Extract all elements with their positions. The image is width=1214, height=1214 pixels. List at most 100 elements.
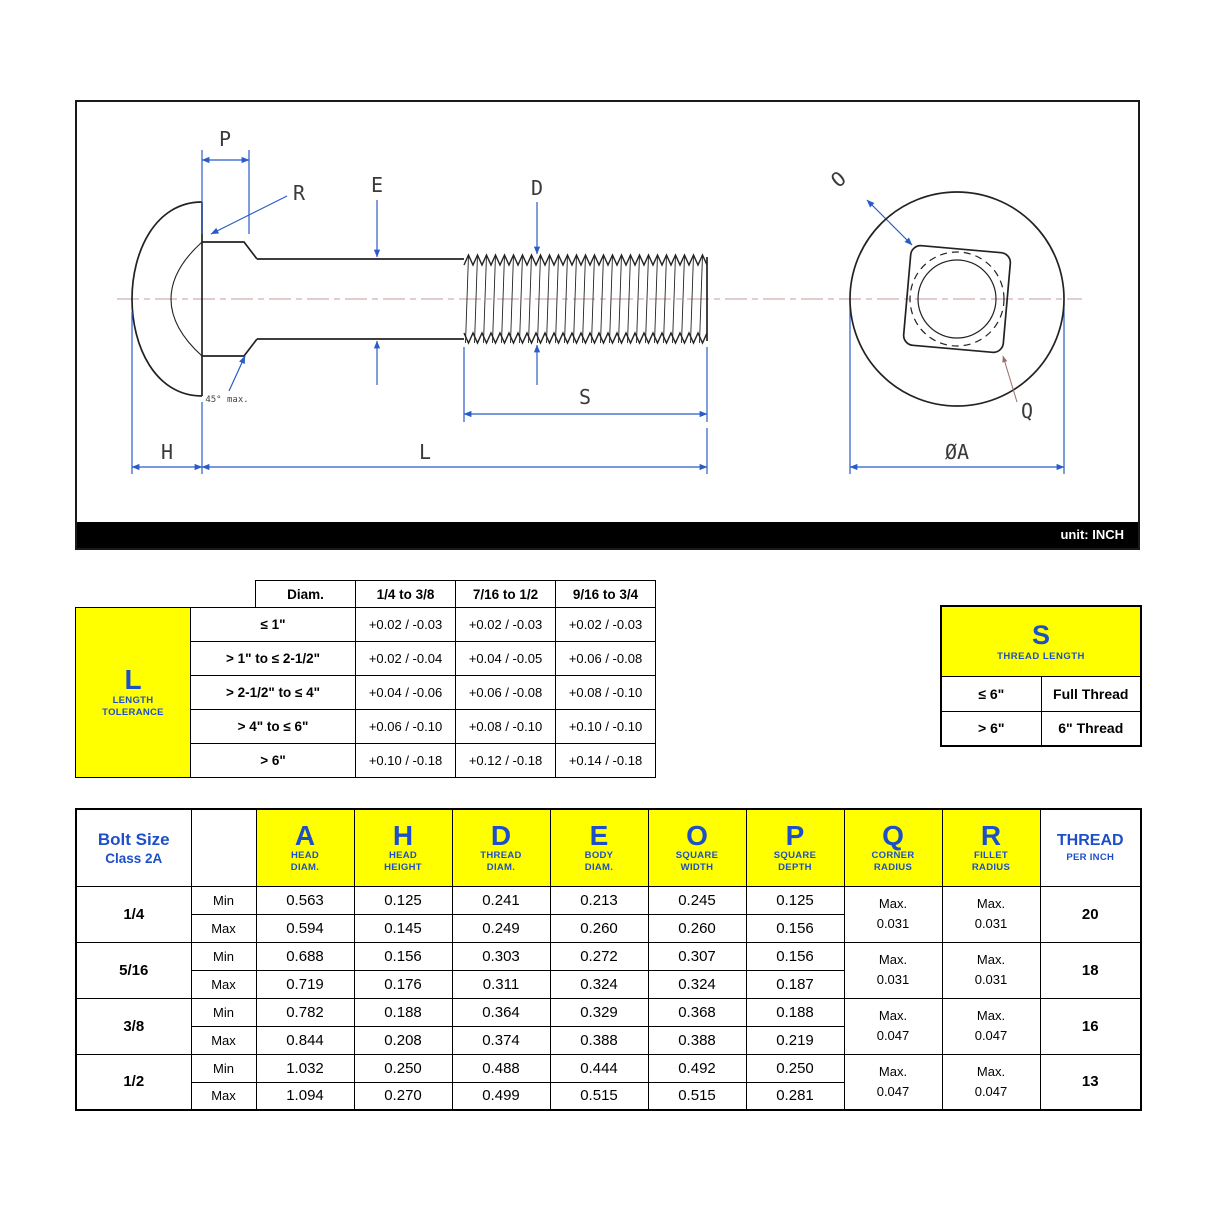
tol-row-label: ≤ 1" — [190, 607, 356, 642]
spec-value: 0.241 — [451, 885, 551, 915]
thread-length-value: Full Thread — [1040, 675, 1142, 712]
spec-value: 0.145 — [353, 913, 453, 943]
spec-value: 0.208 — [353, 1025, 453, 1055]
col-letter: H — [392, 819, 414, 851]
min-label: Min — [190, 1053, 257, 1083]
tol-value: +0.04 / -0.06 — [355, 675, 456, 710]
spec-value: 0.311 — [451, 969, 551, 999]
min-label: Min — [190, 941, 257, 971]
col-letter: Q — [882, 819, 904, 851]
tol-value: +0.14 / -0.18 — [555, 743, 656, 778]
max-label: Max — [190, 1025, 257, 1055]
dimension-lines — [131, 150, 1065, 474]
col-header-h: H HEAD HEIGHT — [353, 808, 453, 887]
technical-drawing-frame: P R E D S L H O Q ØA 45° max. unit: INCH — [75, 100, 1140, 550]
tol-row-label: > 4" to ≤ 6" — [190, 709, 356, 744]
col-letter: O — [686, 819, 708, 851]
col-caption: BODY — [584, 850, 614, 862]
max-note: Max. — [976, 1063, 1006, 1079]
spec-value: 0.176 — [353, 969, 453, 999]
col-letter: D — [490, 819, 512, 851]
spec-value: 0.125 — [353, 885, 453, 915]
max-note: Max. — [878, 951, 908, 967]
col-caption: FILLET — [974, 850, 1008, 862]
spec-value: 0.515 — [549, 1081, 649, 1111]
thread-length-condition: ≤ 6" — [940, 675, 1042, 712]
col-letter: E — [589, 819, 609, 851]
label-phi-a: ØA — [945, 440, 969, 464]
label-r: R — [293, 181, 306, 205]
col-letter: P — [785, 819, 805, 851]
tol-value: +0.10 / -0.18 — [355, 743, 456, 778]
col-caption: HEAD — [388, 850, 418, 862]
spec-value: 0.488 — [451, 1053, 551, 1083]
corner-radius-cell: Max. 0.031 — [843, 885, 943, 943]
corner-radius-cell: Max. 0.047 — [843, 997, 943, 1055]
tol-row-label: > 1" to ≤ 2-1/2" — [190, 641, 356, 676]
spec-value: 0.307 — [647, 941, 747, 971]
spec-value: 0.272 — [549, 941, 649, 971]
thread-length-letter: S — [1031, 620, 1050, 651]
label-o: O — [826, 166, 851, 192]
col-letter: R — [980, 819, 1002, 851]
col-caption: RADIUS — [971, 862, 1011, 874]
thread-per-inch-value: 13 — [1039, 1053, 1142, 1111]
corner-radius-value: 0.047 — [876, 1028, 910, 1043]
corner-radius-value: 0.031 — [876, 916, 910, 931]
tol-value: +0.10 / -0.10 — [555, 709, 656, 744]
q-leader-line — [1002, 355, 1018, 403]
corner-radius-cell: Max. 0.047 — [843, 1053, 943, 1111]
bolt-spec-table: Bolt Size Class 2A A HEAD DIAM. H HEAD H… — [75, 808, 1142, 1111]
col-header-q: Q CORNER RADIUS — [843, 808, 943, 887]
tolerance-corner-cell: L LENGTH TOLERANCE — [75, 607, 191, 778]
bolt-size-title: Bolt Size — [97, 830, 170, 850]
col-caption: DIAM. — [290, 862, 320, 874]
col-caption: DIAM. — [584, 862, 614, 874]
corner-radius-cell: Max. 0.031 — [843, 941, 943, 999]
label-d: D — [531, 176, 543, 200]
spec-value: 0.219 — [745, 1025, 845, 1055]
size-label: 3/8 — [75, 997, 192, 1055]
label-45-max: 45° max. — [205, 395, 248, 405]
spec-value: 0.245 — [647, 885, 747, 915]
fillet-radius-value: 0.047 — [974, 1028, 1008, 1043]
thread-length-value: 6" Thread — [1040, 710, 1142, 747]
fillet-radius-value: 0.031 — [974, 916, 1008, 931]
max-label: Max — [190, 913, 257, 943]
spec-value: 0.270 — [353, 1081, 453, 1111]
spec-value: 0.156 — [745, 913, 845, 943]
spec-value: 0.563 — [255, 885, 355, 915]
spec-value: 0.594 — [255, 913, 355, 943]
spec-value: 0.388 — [647, 1025, 747, 1055]
spec-value: 0.156 — [745, 941, 845, 971]
spec-value: 0.388 — [549, 1025, 649, 1055]
tol-header-range: 9/16 to 3/4 — [555, 580, 656, 608]
spec-value: 0.303 — [451, 941, 551, 971]
spec-value: 0.368 — [647, 997, 747, 1027]
min-label: Min — [190, 885, 257, 915]
carriage-bolt-drawing: P R E D S L H O Q ØA 45° max. — [117, 127, 1082, 474]
col-caption: WIDTH — [680, 862, 714, 874]
spec-value: 0.125 — [745, 885, 845, 915]
bolt-size-subtitle: Class 2A — [105, 851, 163, 867]
size-label: 1/2 — [75, 1053, 192, 1111]
tolerance-caption-2: TOLERANCE — [102, 707, 164, 719]
spec-value: 0.782 — [255, 997, 355, 1027]
min-label: Min — [190, 997, 257, 1027]
col-caption: DIAM. — [486, 862, 516, 874]
corner-radius-value: 0.031 — [876, 972, 910, 987]
thread-length-header: S THREAD LENGTH — [940, 605, 1142, 677]
spec-value: 0.324 — [647, 969, 747, 999]
tol-value: +0.06 / -0.10 — [355, 709, 456, 744]
spec-value: 0.374 — [451, 1025, 551, 1055]
tol-value: +0.12 / -0.18 — [455, 743, 556, 778]
max-note: Max. — [878, 1063, 908, 1079]
spec-value: 0.260 — [647, 913, 747, 943]
corner-radius-value: 0.047 — [876, 1083, 910, 1099]
thread-per-inch-value: 16 — [1039, 997, 1142, 1055]
tolerance-caption-1: LENGTH — [112, 694, 154, 706]
fillet-radius-value: 0.047 — [974, 1083, 1008, 1099]
tol-header-range: 1/4 to 3/8 — [355, 580, 456, 608]
col-caption: DEPTH — [778, 862, 812, 874]
tol-row-label: > 2-1/2" to ≤ 4" — [190, 675, 356, 710]
